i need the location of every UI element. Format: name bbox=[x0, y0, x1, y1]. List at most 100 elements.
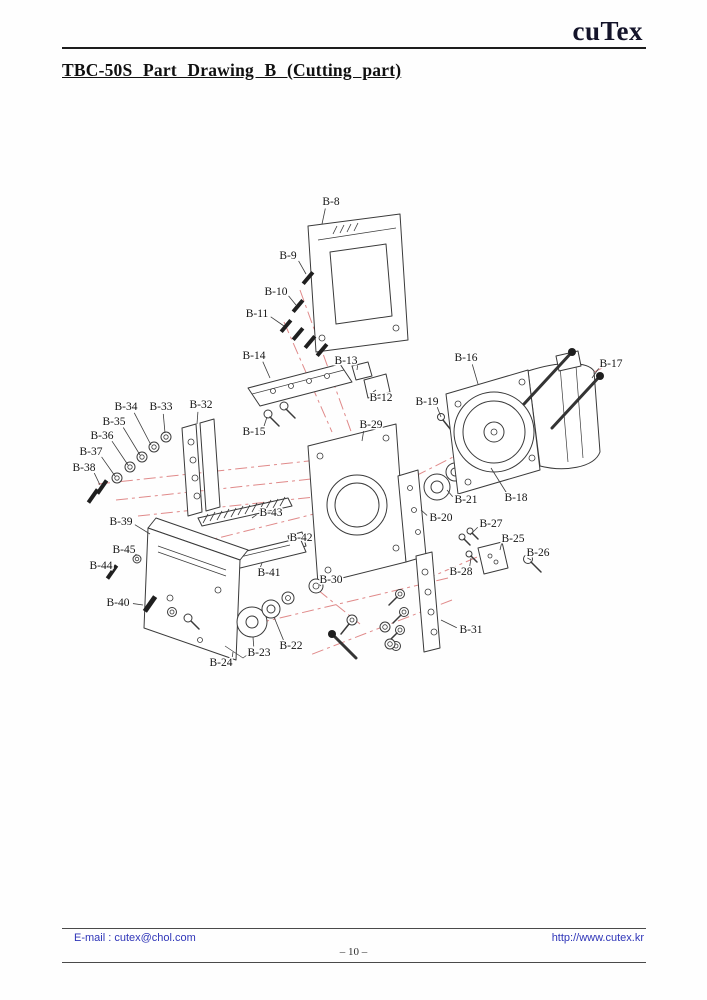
part-b12-b13-brackets bbox=[351, 361, 391, 399]
part-b33-b38-fasteners bbox=[86, 431, 172, 504]
part-label-b-13: B-13 bbox=[335, 355, 358, 367]
leader-line-b-15 bbox=[263, 416, 268, 427]
footer-email-link[interactable]: E-mail : cutex@chol.com bbox=[74, 932, 196, 944]
part-label-b-41: B-41 bbox=[258, 567, 281, 579]
part-label-b-28: B-28 bbox=[450, 566, 473, 578]
leader-line-b-12 bbox=[372, 389, 377, 393]
leader-line-b-17 bbox=[591, 367, 600, 379]
leader-line-b-9 bbox=[298, 260, 307, 275]
leader-line-b-28 bbox=[469, 557, 472, 567]
part-label-b-24: B-24 bbox=[210, 657, 233, 669]
part-label-b-16: B-16 bbox=[455, 352, 478, 364]
part-label-b-26: B-26 bbox=[527, 547, 550, 559]
leader-line-b-31 bbox=[440, 619, 457, 629]
part-label-b-42: B-42 bbox=[290, 532, 313, 544]
part-label-b-40: B-40 bbox=[107, 597, 130, 609]
leader-line-b-11 bbox=[270, 316, 285, 327]
part-label-b-36: B-36 bbox=[91, 430, 114, 442]
part-label-b-34: B-34 bbox=[115, 401, 138, 413]
leader-line-b-30 bbox=[317, 583, 322, 587]
part-label-b-43: B-43 bbox=[260, 507, 283, 519]
leader-line-b-34 bbox=[133, 412, 152, 446]
part-label-b-10: B-10 bbox=[265, 286, 288, 298]
page-number: – 10 – bbox=[339, 946, 368, 958]
leader-line-b-23 bbox=[252, 636, 255, 647]
part-b9-b11-pins bbox=[279, 270, 329, 358]
page-title: TBC-50S Part Drawing B (Cutting part) bbox=[62, 60, 402, 80]
part-b30-bushing bbox=[308, 578, 358, 660]
part-label-b-21: B-21 bbox=[455, 494, 478, 506]
leader-line-b-22 bbox=[273, 616, 284, 641]
leader-line-b-37 bbox=[101, 456, 116, 477]
part-label-b-45: B-45 bbox=[113, 544, 136, 556]
part-label-b-11: B-11 bbox=[246, 308, 269, 320]
part-label-b-20: B-20 bbox=[430, 512, 453, 524]
part-label-b-44: B-44 bbox=[90, 560, 113, 572]
part-label-b-22: B-22 bbox=[280, 640, 303, 652]
leader-line-b-45 bbox=[133, 553, 137, 558]
part-label-b-39: B-39 bbox=[110, 516, 133, 528]
part-label-b-19: B-19 bbox=[416, 396, 439, 408]
part-label-b-31: B-31 bbox=[460, 624, 483, 636]
leader-line-b-16 bbox=[471, 364, 479, 385]
part-label-b-30: B-30 bbox=[320, 574, 343, 586]
part-label-b-15: B-15 bbox=[243, 426, 266, 438]
footer-rule-bottom bbox=[62, 962, 646, 963]
leader-line-b-38 bbox=[93, 472, 101, 486]
leader-line-b-20 bbox=[420, 509, 428, 516]
part-label-b-8: B-8 bbox=[322, 196, 340, 208]
part-b44-b45-fasteners bbox=[105, 554, 142, 580]
part-label-b-38: B-38 bbox=[73, 462, 96, 474]
leader-line-b-24 bbox=[231, 651, 234, 659]
part-b17-bolts bbox=[522, 348, 604, 430]
part-b40-fasteners bbox=[142, 595, 200, 630]
part-b25-b28-hardware bbox=[458, 527, 542, 575]
part-label-b-23: B-23 bbox=[248, 647, 271, 659]
leader-line-b-25 bbox=[499, 543, 502, 551]
leader-line-b-36 bbox=[111, 440, 129, 466]
leader-line-b-33 bbox=[162, 413, 166, 434]
leader-line-b-44 bbox=[109, 569, 115, 572]
part-label-b-12: B-12 bbox=[370, 392, 393, 404]
part-label-b-25: B-25 bbox=[502, 533, 525, 545]
footer-rule-top bbox=[62, 928, 646, 929]
part-label-b-18: B-18 bbox=[505, 492, 528, 504]
leader-line-b-19 bbox=[436, 406, 442, 418]
brand-logo: cuTex bbox=[572, 16, 643, 46]
leader-line-b-10 bbox=[288, 295, 297, 306]
part-label-b-27: B-27 bbox=[480, 518, 503, 530]
part-b16-motor bbox=[445, 350, 601, 495]
part-label-b-33: B-33 bbox=[150, 401, 173, 413]
leader-line-b-27 bbox=[469, 526, 478, 536]
part-b31-bracket-screws bbox=[379, 551, 441, 653]
part-b14-blade-plate bbox=[247, 363, 353, 407]
leader-line-b-41 bbox=[260, 562, 263, 568]
footer-row: E-mail : cutex@chol.com http://www.cutex… bbox=[62, 932, 646, 944]
leader-line-b-39 bbox=[134, 524, 151, 535]
part-b39-side-cover bbox=[143, 517, 249, 661]
header-rule bbox=[62, 47, 646, 49]
leader-line-b-40 bbox=[132, 603, 144, 606]
footer-url-link[interactable]: http://www.cutex.kr bbox=[551, 932, 644, 944]
part-label-b-32: B-32 bbox=[190, 399, 213, 411]
part-label-b-14: B-14 bbox=[243, 350, 266, 362]
part-b29-main-plate bbox=[307, 423, 407, 585]
part-label-b-37: B-37 bbox=[80, 446, 103, 458]
leader-line-b-14 bbox=[262, 361, 271, 379]
leader-line-b-18 bbox=[490, 467, 507, 493]
leader-line-b-32 bbox=[196, 411, 199, 425]
leader-line-b-8 bbox=[321, 208, 326, 225]
part-b32-spacer-bars bbox=[181, 418, 221, 517]
leader-line-b-13 bbox=[356, 365, 359, 371]
part-b43-serrated-strip bbox=[197, 496, 293, 527]
leader-line-b-43 bbox=[251, 514, 257, 519]
part-label-b-9: B-9 bbox=[279, 250, 297, 262]
leader-line-b-35 bbox=[122, 427, 141, 456]
part-b8-cover-frame bbox=[307, 213, 409, 353]
leader-line-b-26 bbox=[527, 557, 532, 561]
part-b22-b24-roller bbox=[224, 591, 295, 659]
leader-line-b-29 bbox=[361, 431, 365, 442]
